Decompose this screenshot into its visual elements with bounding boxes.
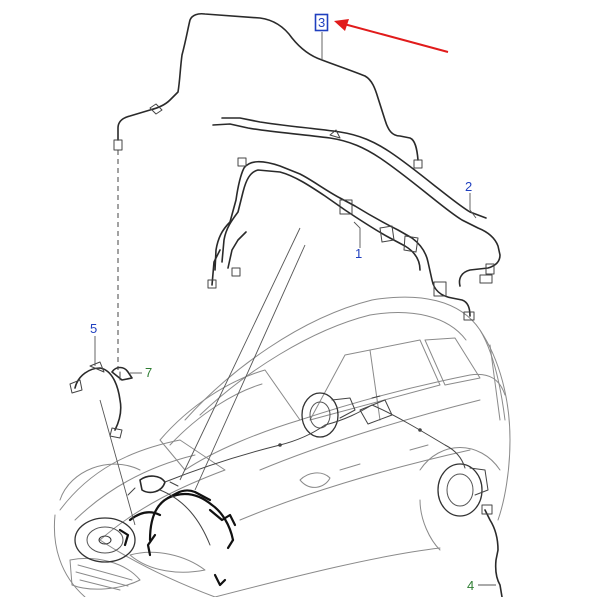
red-pointer-arrow bbox=[334, 19, 449, 53]
front-left-brake-disc bbox=[74, 517, 136, 563]
clip-part-7 bbox=[111, 366, 133, 381]
callout-1: 1 bbox=[353, 221, 362, 261]
callout-5: 5 bbox=[90, 321, 97, 366]
brake-line-part-3 bbox=[113, 12, 423, 169]
rear-right-brake-disc bbox=[437, 463, 489, 517]
arrow-shaft bbox=[343, 23, 449, 53]
leader-lines bbox=[99, 227, 306, 526]
vehicle-brake-routing bbox=[159, 404, 466, 546]
vehicle-outline bbox=[53, 296, 511, 597]
callout-3: 3 bbox=[314, 13, 329, 60]
callout-3-label: 3 bbox=[318, 15, 325, 30]
brake-line-part-4 bbox=[481, 504, 503, 597]
callout-7: 7 bbox=[130, 365, 152, 380]
arrow-head bbox=[334, 19, 349, 31]
callout-5-label: 5 bbox=[90, 321, 97, 336]
callout-4-label: 4 bbox=[467, 578, 474, 593]
brake-line-part-1 bbox=[207, 157, 475, 321]
abs-module bbox=[127, 475, 179, 496]
callout-3-highlight-box bbox=[314, 13, 329, 32]
callout-4: 4 bbox=[467, 578, 496, 593]
wiring-harness bbox=[118, 489, 237, 587]
callout-7-label: 7 bbox=[145, 365, 152, 380]
callout-1-label: 1 bbox=[355, 246, 362, 261]
brake-line-part-2 bbox=[212, 117, 501, 287]
callout-2: 2 bbox=[465, 179, 477, 219]
callout-2-label: 2 bbox=[465, 179, 472, 194]
